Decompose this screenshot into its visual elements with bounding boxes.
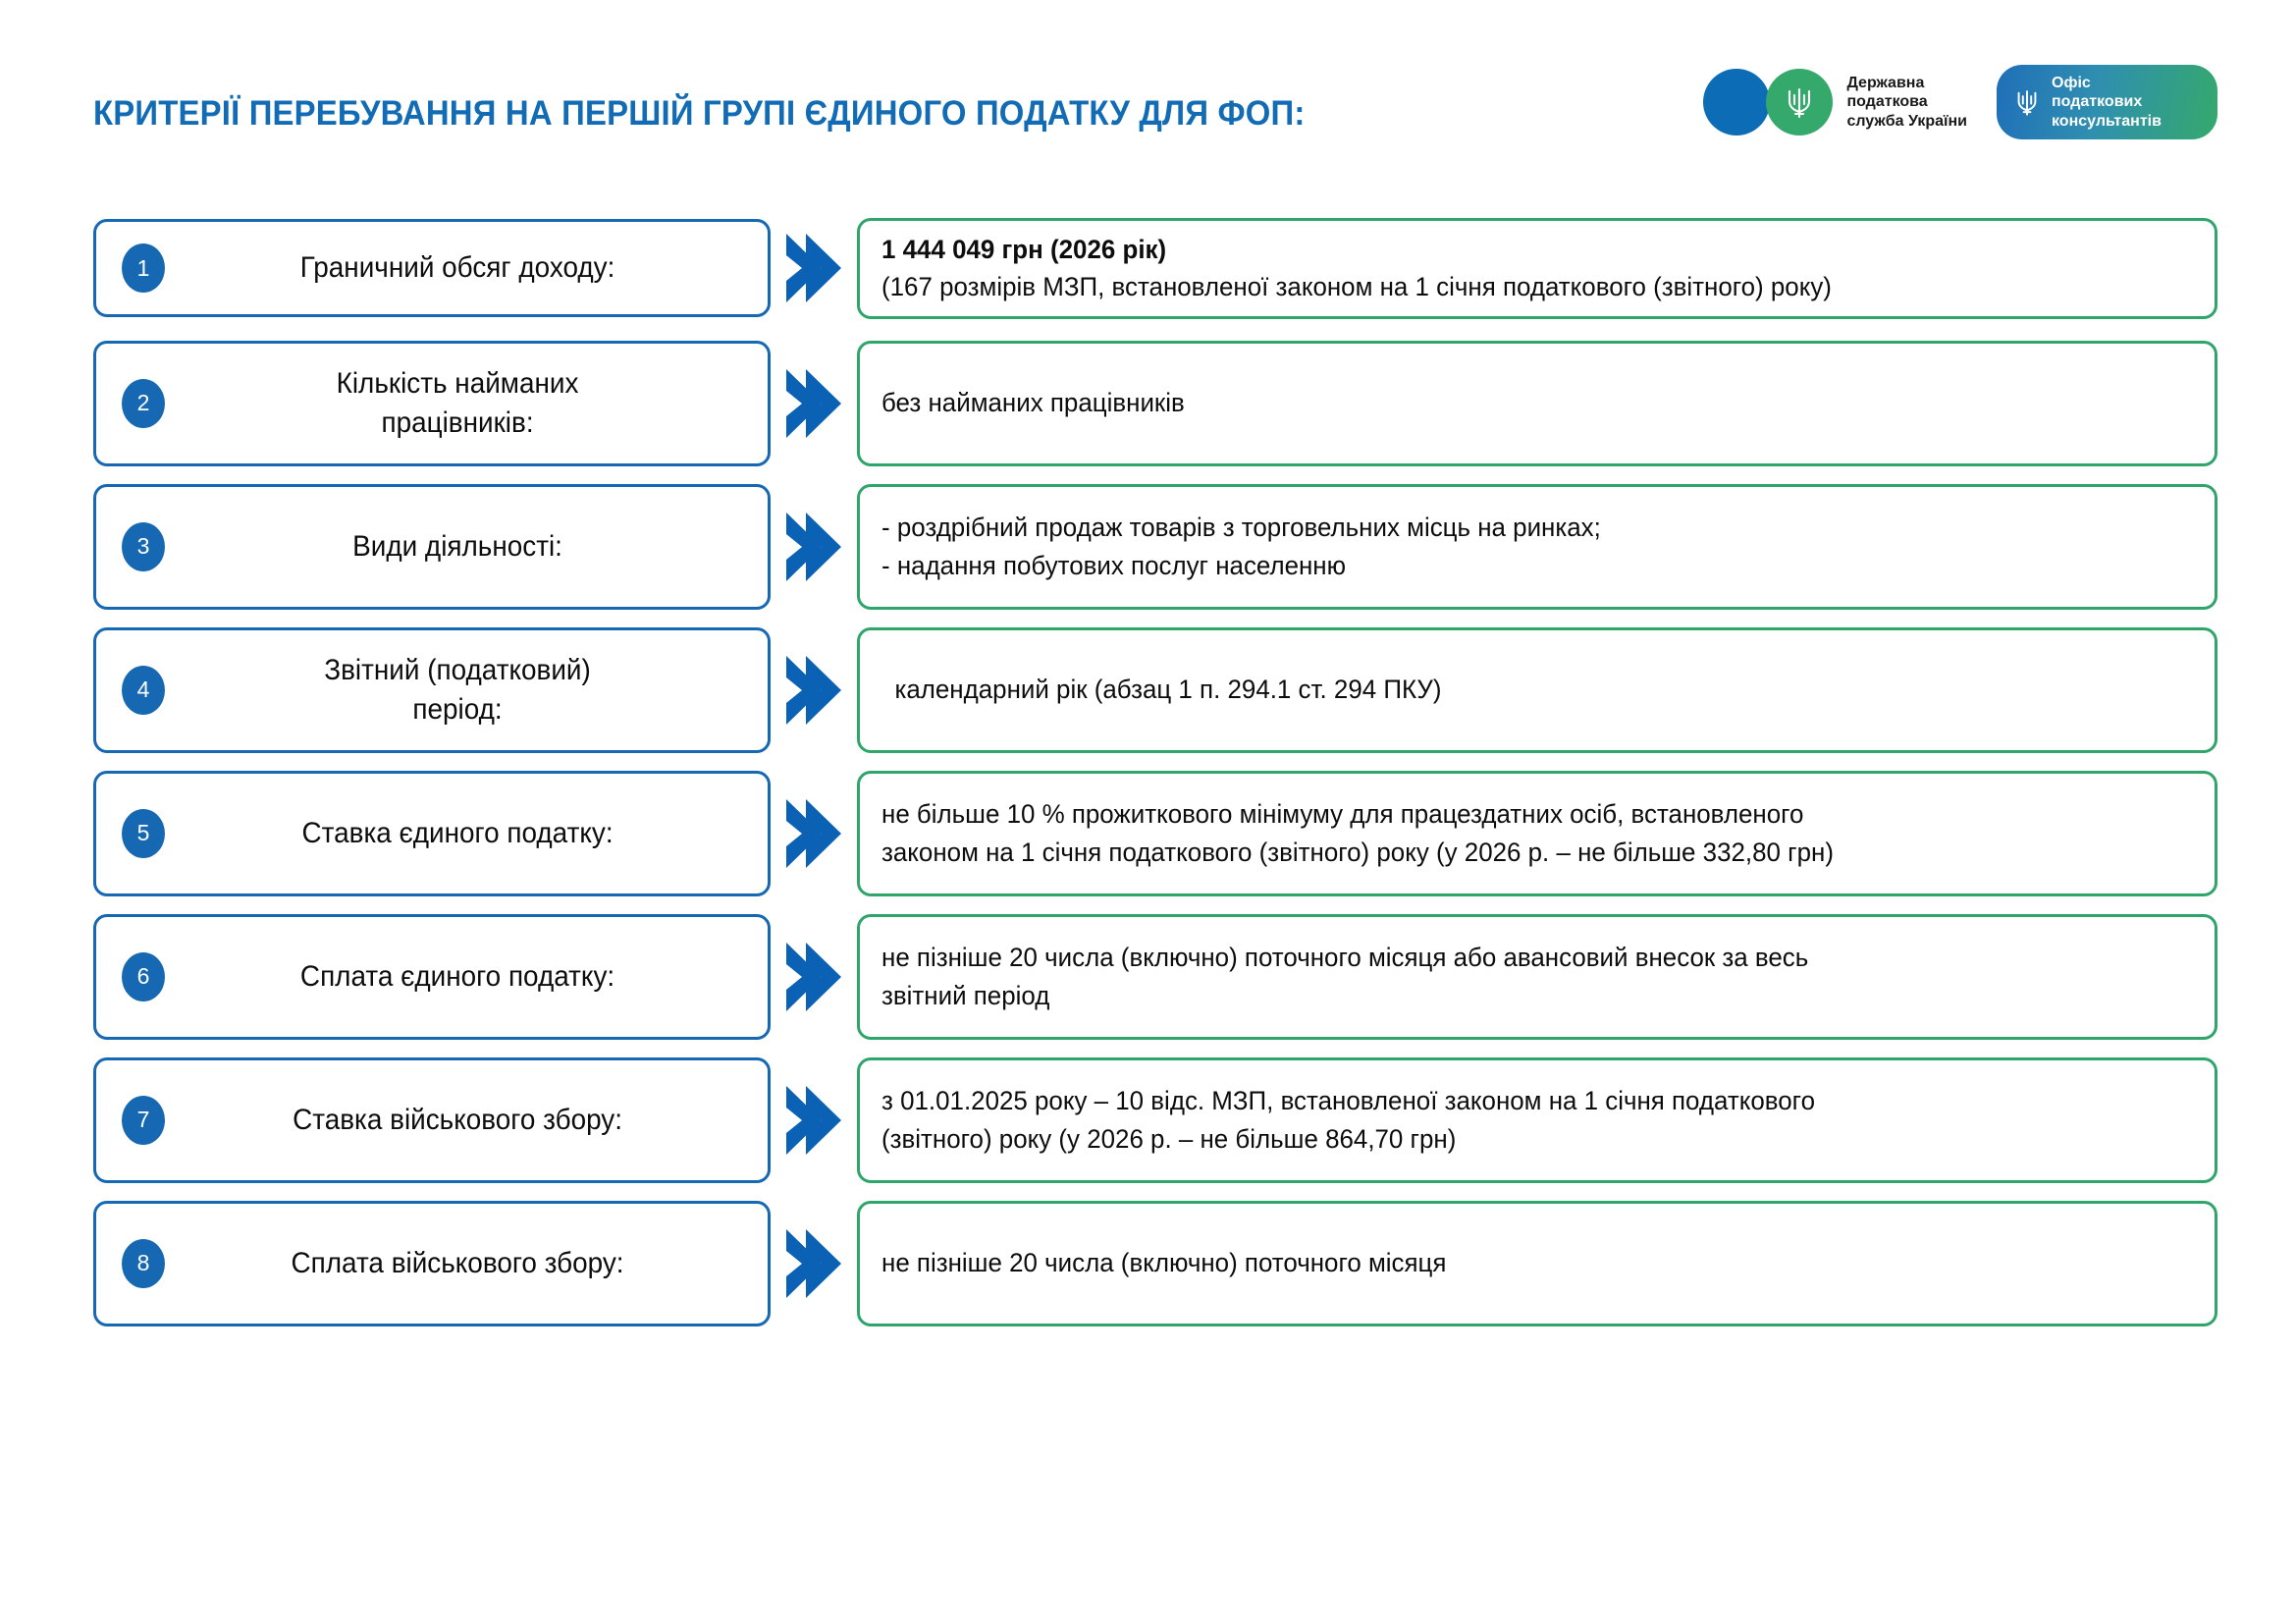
chevron-right-icon [771,941,857,1013]
criteria-label-box: 3 Види діяльності: [93,483,771,610]
criteria-label-text: Ставка єдиного податку: [120,814,744,853]
criteria-number-badge: 7 [122,1095,165,1145]
state-tax-service-logo: Державна податкова служба України [1703,69,1967,135]
state-tax-service-name: Державна податкова служба України [1846,74,1967,132]
criteria-label-box: 6 Сплата єдиного податку: [93,913,771,1040]
criteria-row: 6 Сплата єдиного податку: не пізніше 20 чи… [0,913,2296,1040]
criteria-value-line: (звітного) року (у 2026 р. – не більше 8… [881,1123,1457,1154]
criteria-label-text: Граничний обсяг доходу: [120,248,744,288]
criteria-value-line: з 01.01.2025 року – 10 відс. МЗП, встано… [881,1086,1815,1116]
chevron-right-icon [771,1227,857,1300]
criteria-value-line: не більше 10 % прожиткового мінімуму для… [881,799,1804,830]
chevron-right-icon [771,511,857,583]
trident-icon [2017,90,2037,116]
criteria-value-box: календарний рік (абзац 1 п. 294.1 ст. 29… [857,626,2217,753]
criteria-label-line: Ставка єдиного податку: [301,816,614,849]
criteria-label-box: 7 Ставка військового збору: [93,1056,771,1183]
criteria-label-text: Кількість найманих працівників: [120,364,744,443]
criteria-value-line: не пізніше 20 числа (включно) поточного … [881,943,1809,973]
criteria-number-badge: 4 [122,665,165,715]
criteria-label-line: Сплата єдиного податку: [299,959,615,993]
green-circle-trident-icon [1766,69,1834,135]
criteria-row: 3 Види діяльності: - роздрібний продаж тов… [0,483,2296,610]
criteria-label-line: Види діяльності: [352,529,562,563]
chevron-right-icon [771,367,857,440]
chevron-right-icon [771,232,857,304]
criteria-row: 1 Граничний обсяг доходу: 1 444 049 грн (2… [0,218,2296,319]
criteria-value-box: не пізніше 20 числа (включно) поточного … [857,913,2217,1040]
criteria-value-line: без найманих працівників [881,388,1185,418]
criteria-label-text: Види діяльності: [120,527,744,567]
criteria-row: 4 Звітний (податковий) період: календарний … [0,626,2296,753]
chevron-right-icon [771,1084,857,1157]
criteria-label-text: Звітний (податковий) період: [120,651,744,730]
criteria-label-line: Сплата військового збору: [291,1246,624,1279]
criteria-label-line: працівників: [381,406,534,439]
page-title: КРИТЕРІЇ ПЕРЕБУВАННЯ НА ПЕРШІЙ ГРУПІ ЄДИ… [93,94,1306,133]
criteria-value-box: не більше 10 % прожиткового мінімуму для… [857,770,2217,896]
chevron-right-icon [771,654,857,727]
criteria-row: 8 Сплата військового збору: не пізніше 20 … [0,1200,2296,1326]
criteria-label-box: 8 Сплата військового збору: [93,1200,771,1326]
criteria-value-box: без найманих працівників [857,340,2217,466]
criteria-value-box: - роздрібний продаж товарів з торговельн… [857,483,2217,610]
criteria-number-badge: 2 [122,378,165,428]
criteria-value-line: не пізніше 20 числа (включно) поточного … [881,1248,1447,1278]
criteria-value-line: звітний період [881,980,1050,1010]
criteria-value-line: (167 розмірів МЗП, встановленої законом … [881,272,1832,302]
criteria-label-text: Сплата єдиного податку: [120,957,744,997]
criteria-label-box: 4 Звітний (податковий) період: [93,626,771,753]
criteria-list: 1 Граничний обсяг доходу: 1 444 049 грн (2… [0,218,2296,1344]
criteria-number-badge: 1 [122,243,165,294]
criteria-row: 7 Ставка військового збору: з 01.01.2025 р… [0,1056,2296,1183]
criteria-value-line: - роздрібний продаж товарів з торговельн… [881,513,1601,543]
criteria-number-badge: 8 [122,1238,165,1288]
criteria-label-line: Кількість найманих [336,366,579,400]
criteria-label-line: Ставка військового збору: [293,1103,622,1136]
criteria-value-line: законом на 1 січня податкового (звітного… [881,837,1834,867]
criteria-number-badge: 5 [122,808,165,858]
criteria-label-box: 1 Граничний обсяг доходу: [93,219,771,318]
criteria-row: 2 Кількість найманих працівників: без найма… [0,340,2296,466]
logo-group: Державна податкова служба України Офіс п [1703,65,2217,139]
criteria-value-box: з 01.01.2025 року – 10 відс. МЗП, встано… [857,1056,2217,1183]
blue-circle-icon [1703,69,1771,135]
criteria-value-line: 1 444 049 грн (2026 рік) [881,235,1167,264]
tax-consultants-office-name: Офіс податкових консультантів [2052,74,2162,132]
chevron-right-icon [771,797,857,870]
criteria-value-line: календарний рік (абзац 1 п. 294.1 ст. 29… [894,675,1442,705]
dps-line-1: Державна [1846,74,1925,91]
criteria-label-box: 2 Кількість найманих працівників: [93,340,771,466]
otc-line-3: консультантів [2052,112,2162,130]
criteria-label-line: Граничний обсяг доходу: [299,251,615,285]
criteria-label-text: Сплата військового збору: [120,1244,744,1283]
criteria-value-box: не пізніше 20 числа (включно) поточного … [857,1200,2217,1326]
criteria-row: 5 Ставка єдиного податку: не більше 10 % п… [0,770,2296,896]
tax-consultants-office-logo: Офіс податкових консультантів [1997,65,2217,139]
criteria-value-line: - надання побутових послуг населенню [881,550,1347,580]
otc-line-1: Офіс [2052,74,2091,91]
dps-line-2: податкова [1846,93,1928,111]
otc-line-2: податкових [2052,93,2143,111]
criteria-label-box: 5 Ставка єдиного податку: [93,770,771,896]
criteria-number-badge: 3 [122,521,165,571]
criteria-label-line: період: [412,692,503,726]
page-header: КРИТЕРІЇ ПЕРЕБУВАННЯ НА ПЕРШІЙ ГРУПІ ЄДИ… [0,0,2296,147]
criteria-value-box: 1 444 049 грн (2026 рік) (167 розмірів МЗ… [857,218,2217,319]
criteria-number-badge: 6 [122,951,165,1001]
criteria-label-line: Звітний (податковий) [324,653,591,686]
dps-line-3: служба України [1846,112,1967,130]
criteria-label-text: Ставка військового збору: [120,1101,744,1140]
